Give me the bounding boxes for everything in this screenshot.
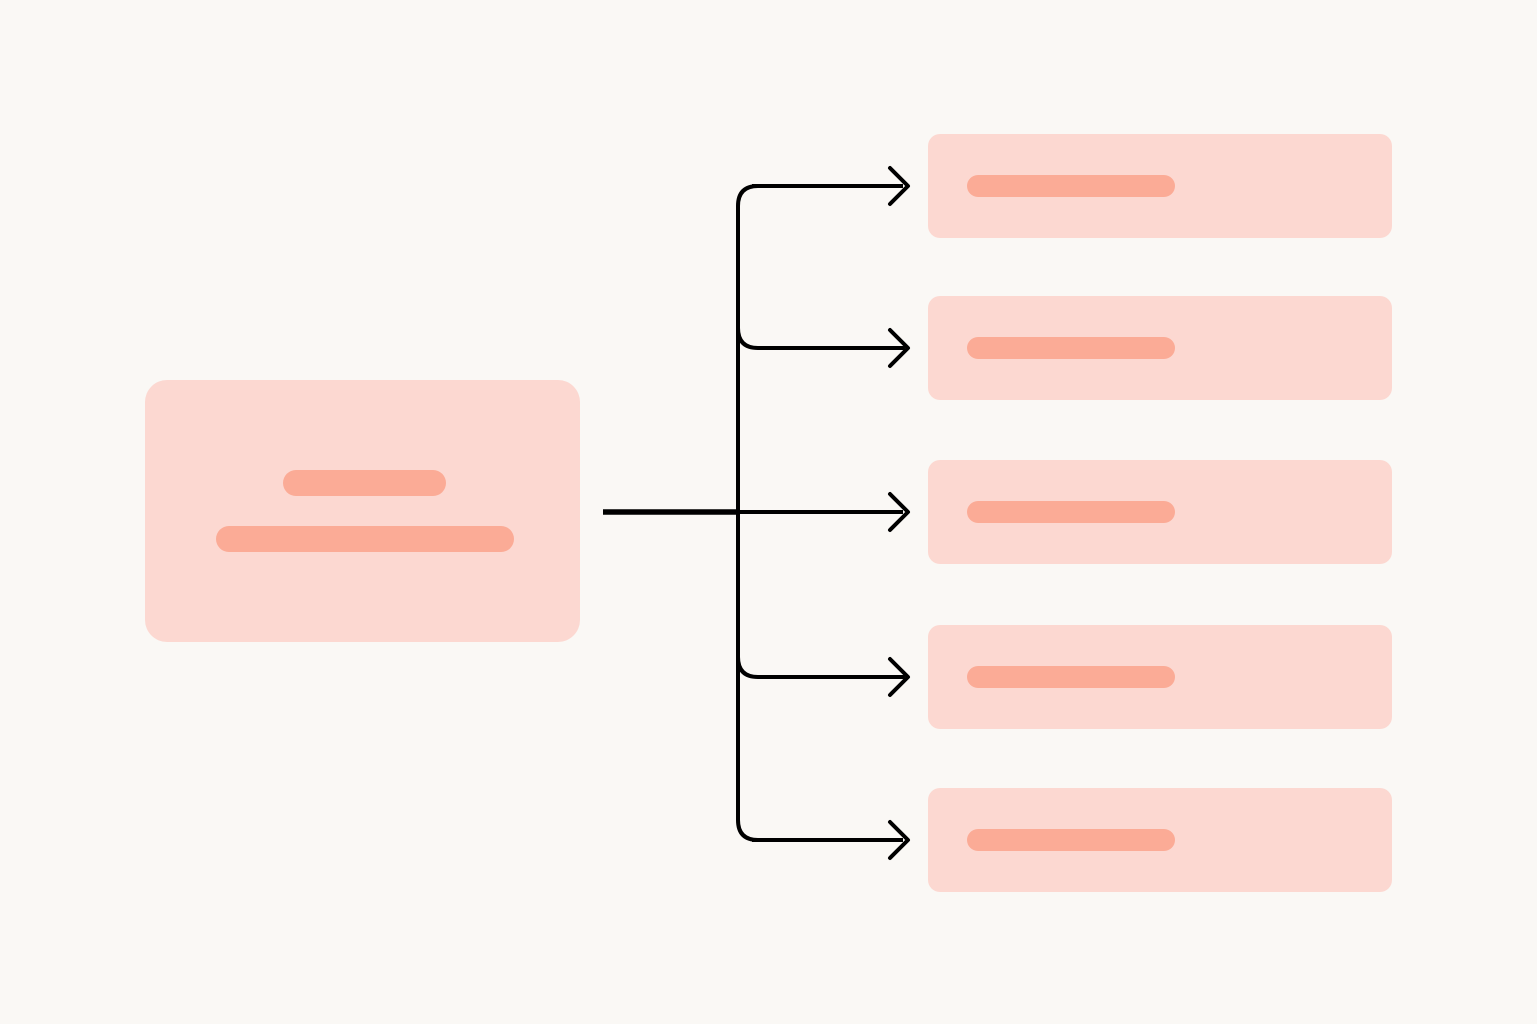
- branch-spine-lower: [736, 510, 760, 842]
- branch-line-4: [736, 655, 905, 679]
- child-node-1[interactable]: [928, 134, 1392, 238]
- child-node-3-label-bar: [967, 501, 1175, 523]
- arrowhead-4: [888, 657, 910, 697]
- branch-spine-upper: [736, 184, 760, 514]
- child-node-1-label-bar: [967, 175, 1175, 197]
- root-node-subtitle-bar: [216, 526, 514, 552]
- root-node[interactable]: [145, 380, 580, 642]
- branch-line-2: [736, 326, 905, 350]
- arrowhead-2: [888, 328, 910, 368]
- child-node-5[interactable]: [928, 788, 1392, 892]
- arrowhead-3: [888, 492, 910, 532]
- arrowhead-5: [888, 820, 910, 860]
- root-node-title-bar: [283, 470, 446, 496]
- child-node-4-label-bar: [967, 666, 1175, 688]
- child-node-3[interactable]: [928, 460, 1392, 564]
- child-node-2-label-bar: [967, 337, 1175, 359]
- child-node-2[interactable]: [928, 296, 1392, 400]
- child-node-5-label-bar: [967, 829, 1175, 851]
- child-node-4[interactable]: [928, 625, 1392, 729]
- arrowhead-1: [888, 166, 910, 206]
